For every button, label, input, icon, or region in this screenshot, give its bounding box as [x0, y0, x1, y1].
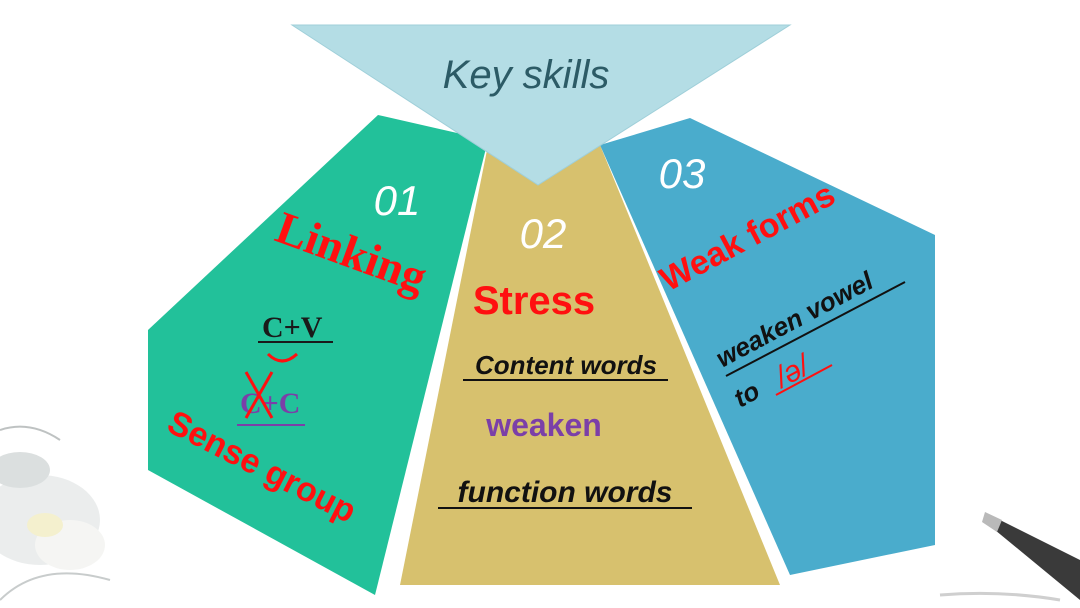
content-words-label: Content words: [475, 350, 657, 380]
schwa-underline: [775, 364, 833, 396]
linking-arc-icon: [266, 352, 299, 363]
section-number-01: 01: [374, 177, 421, 224]
weak-forms-panel: [600, 118, 935, 575]
stress-heading: Stress: [473, 279, 595, 323]
linking-panel: [148, 115, 488, 595]
c-plus-v-label: C+V: [262, 311, 323, 344]
brush-decoration: [939, 512, 1080, 602]
banner-title: Key skills: [443, 53, 610, 97]
flower-decoration: [0, 425, 111, 601]
weaken-vowel-underline: [725, 281, 906, 377]
section-number-02: 02: [520, 210, 567, 257]
function-words-label: function words: [458, 476, 673, 509]
weaken-label: weaken: [485, 407, 602, 443]
key-skills-banner: [290, 24, 792, 186]
stress-panel: [400, 145, 780, 585]
section-number-03: 03: [659, 150, 706, 197]
cross-icon: [244, 371, 274, 419]
